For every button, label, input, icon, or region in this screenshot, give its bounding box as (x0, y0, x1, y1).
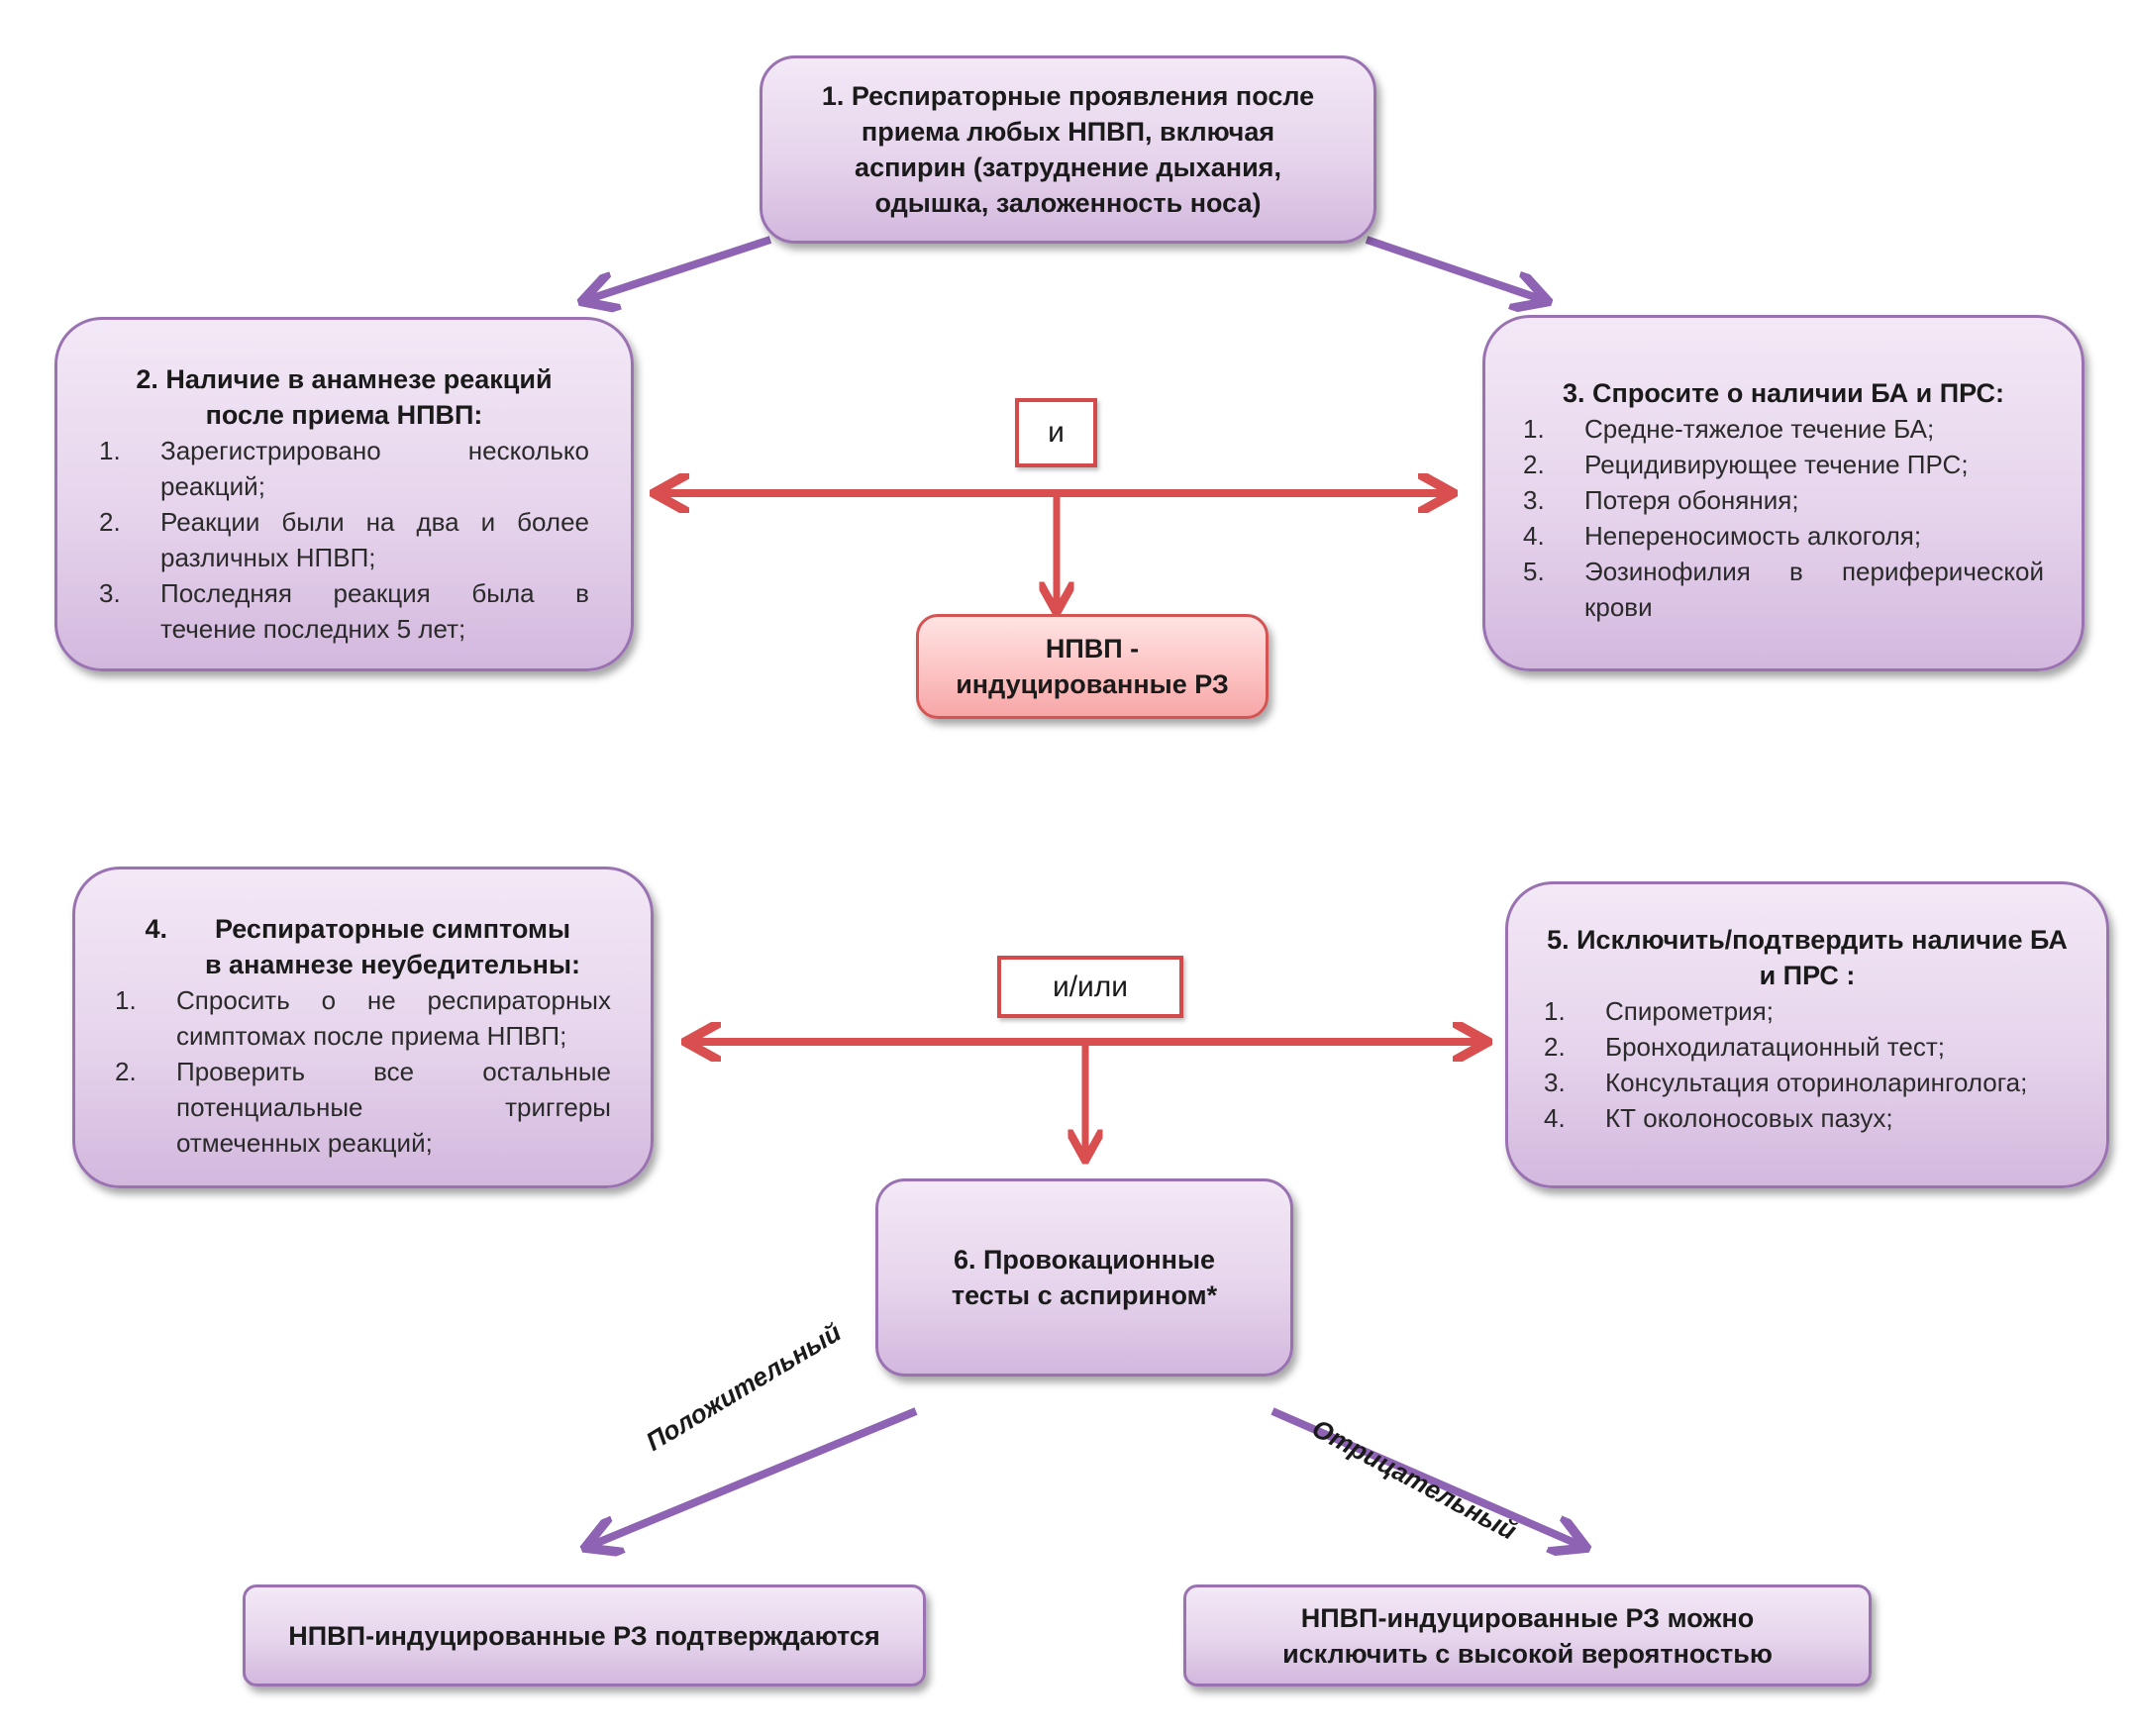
list-item: 4.КТ околоносовых пазух; (1544, 1103, 1893, 1133)
arrow-negative (1270, 1407, 1579, 1545)
node-negative-outcome: НПВП-индуцированные РЗ можно исключить с… (1183, 1584, 1872, 1686)
node-3-ask-asthma-crs: 3. Спросите о наличии БА и ПРС: 1.Средне… (1482, 315, 2084, 671)
node-2-title: 2. Наличие в анамнезе реакций после прие… (136, 364, 553, 430)
list-item: 4.Непереносимость алкоголя; (1523, 521, 1922, 551)
arrow-n1-to-n3 (1365, 236, 1541, 299)
and-or-label-box: и/или (997, 956, 1183, 1018)
node-5-list: 1.Спирометрия; 2.Бронходилатационный тес… (1544, 993, 2071, 1136)
and-label: и (1048, 416, 1065, 449)
node-2-list: 1.Зарегистрировано несколько реакций; 2.… (99, 433, 589, 647)
arrow-n1-to-n2 (589, 236, 772, 299)
list-item: 2.Бронходилатационный тест; (1544, 1032, 1946, 1062)
and-label-box: и (1015, 398, 1097, 467)
negative-outcome-text: НПВП-индуцированные РЗ можно исключить с… (1282, 1602, 1773, 1669)
node-4-inconclusive-symptoms: 4. Респираторные симптомы в анамнезе неу… (72, 867, 654, 1188)
node-3-title: 3. Спросите о наличии БА и ПРС: (1563, 378, 2004, 408)
node-1-title: 1. Респираторные проявления после приема… (821, 81, 1315, 218)
list-item: 1.Спирометрия; (1544, 996, 1774, 1026)
list-item: 3.Последняя реакция была в течение после… (99, 578, 589, 644)
node-6-aspirin-provocation-tests: 6. Провокационные тесты с аспирином* (875, 1178, 1293, 1377)
list-item: 1.Спросить о не респираторных симптомах … (115, 985, 611, 1051)
list-item: 1.Зарегистрировано несколько реакций; (99, 436, 589, 501)
node-result-text: НПВП - индуцированные РЗ (956, 634, 1229, 699)
list-item: 2.Рецидивирующее течение ПРС; (1523, 450, 1969, 479)
list-item: 5.Эозинофилия в периферической крови (1523, 557, 2044, 622)
node-5-title: 5. Исключить/подтвердить наличие БА и ПР… (1547, 925, 2068, 990)
node-3-list: 1.Средне-тяжелое течение БА; 2.Рецидивир… (1523, 411, 2044, 625)
node-5-confirm-asthma-crs: 5. Исключить/подтвердить наличие БА и ПР… (1505, 881, 2109, 1188)
node-4-title: 4. Респираторные симптомы в анамнезе неу… (145, 914, 581, 979)
list-item: 2.Проверить все остальные потенциальные … (115, 1057, 611, 1158)
list-item: 2.Реакции были на два и более различных … (99, 507, 589, 572)
arrow-positive (592, 1407, 918, 1545)
list-item: 3.Консультация оториноларинголога; (1544, 1068, 2028, 1097)
and-or-label: и/или (1052, 970, 1129, 1003)
node-1-respiratory-manifestations: 1. Респираторные проявления после приема… (760, 55, 1376, 244)
positive-outcome-text: НПВП-индуцированные РЗ подтверждаются (288, 1620, 880, 1651)
node-positive-outcome: НПВП-индуцированные РЗ подтверждаются (243, 1584, 926, 1686)
list-item: 1.Средне-тяжелое течение БА; (1523, 414, 1935, 444)
list-item: 3.Потеря обоняния; (1523, 485, 1799, 515)
node-nsaid-induced-result: НПВП - индуцированные РЗ (916, 614, 1269, 719)
node-4-list: 1.Спросить о не респираторных симптомах … (115, 982, 611, 1161)
node-6-title: 6. Провокационные тесты с аспирином* (951, 1245, 1218, 1310)
node-2-history-reactions: 2. Наличие в анамнезе реакций после прие… (54, 317, 634, 671)
